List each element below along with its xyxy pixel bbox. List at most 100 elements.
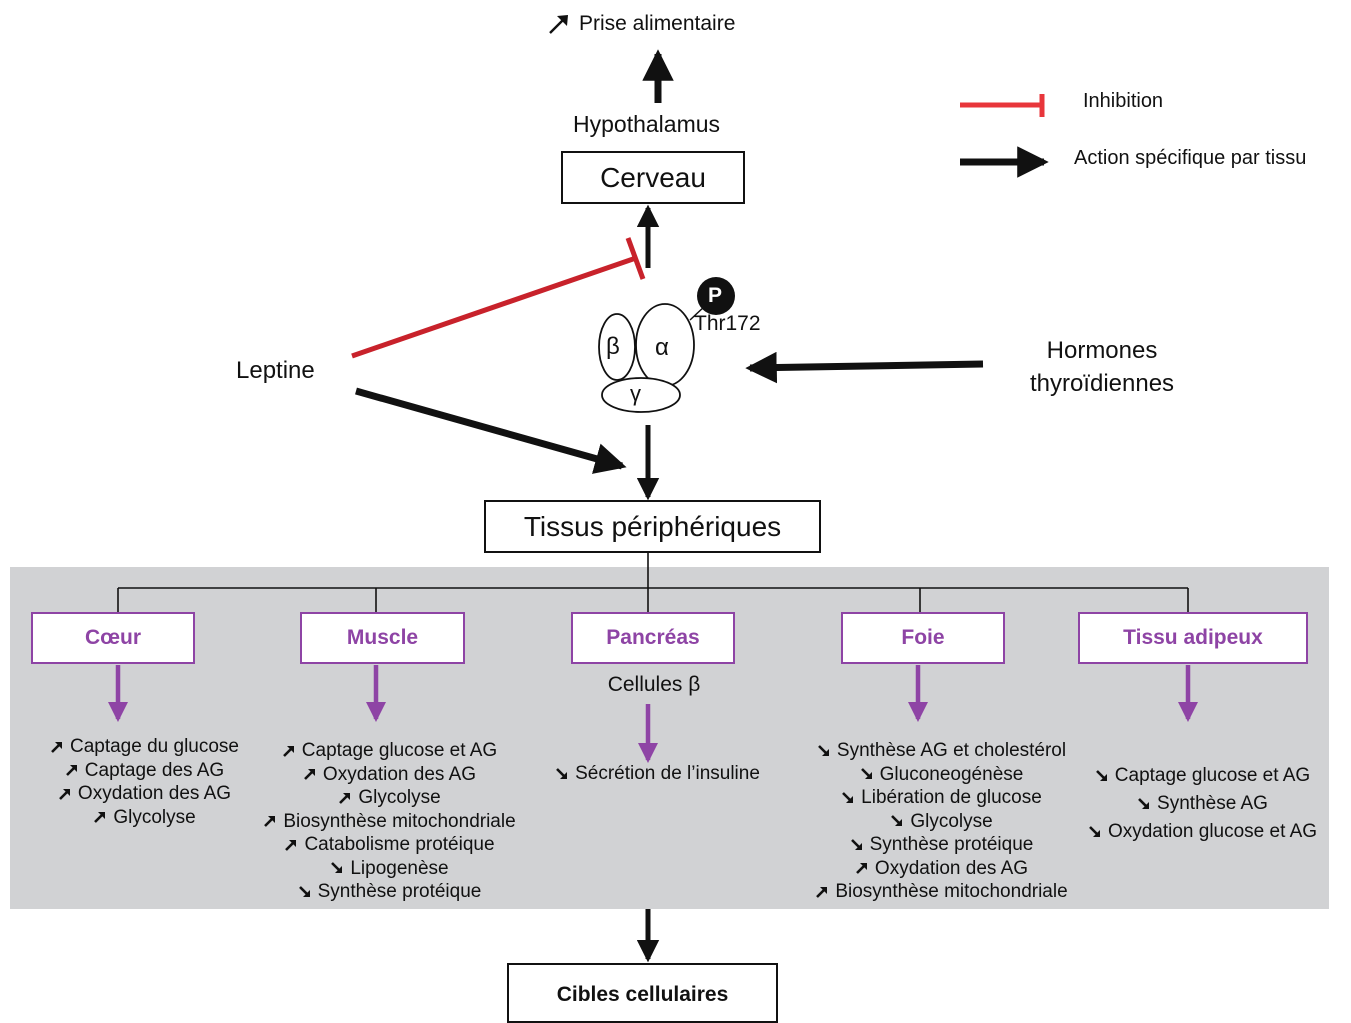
- thyroid-hormones-line2: thyroïdiennes: [1029, 370, 1175, 397]
- increase-arrow-icon: [264, 816, 276, 828]
- effect-text: Glycolyse: [113, 806, 196, 828]
- ampk-alpha-label: α: [655, 334, 669, 361]
- leptin-label: Leptine: [236, 357, 315, 384]
- thyroid-hormones-line1: Hormones: [1046, 337, 1158, 364]
- effects-adipose: Captage glucose et AG Synthèse AG Oxydatio…: [1072, 762, 1334, 846]
- effect-item: Captage glucose et AG: [1072, 762, 1334, 790]
- effect-text: Captage des AG: [84, 759, 225, 781]
- effect-item: Oxydation des AG: [238, 763, 542, 787]
- effect-item: Lipogenèse: [238, 857, 542, 881]
- effect-item: Oxydation glucose et AG: [1072, 818, 1334, 846]
- decrease-arrow-icon: [860, 768, 872, 780]
- organ-label-liver: Foie: [901, 626, 945, 649]
- decrease-arrow-icon: [891, 815, 903, 827]
- effect-item: Captage du glucose: [12, 735, 278, 759]
- effect-item: Libération de glucose: [790, 786, 1094, 810]
- effect-text: Oxydation glucose et AG: [1107, 821, 1318, 842]
- decrease-arrow-icon: [1089, 826, 1100, 837]
- ampk-complex: [598, 277, 735, 413]
- organ-box-pancreas: Pancréas: [571, 612, 735, 664]
- increase-arrow-icon: [549, 15, 568, 34]
- brain-label: Cerveau: [600, 161, 706, 193]
- effect-text: Biosynthèse mitochondriale: [283, 810, 516, 832]
- food-intake-label: Prise alimentaire: [548, 12, 735, 36]
- food-intake-text: Prise alimentaire: [579, 12, 736, 35]
- tree-connector: [117, 553, 1189, 612]
- increase-arrow-icon: [304, 769, 315, 781]
- organ-box-muscle: Muscle: [300, 612, 465, 664]
- thr172-label: Thr172: [694, 312, 761, 335]
- leptin-to-tissues-arrow: [355, 387, 627, 474]
- effect-item: Glycolyse: [238, 786, 542, 810]
- decrease-arrow-icon: [817, 744, 829, 756]
- effect-text: Oxydation des AG: [77, 783, 232, 804]
- ampk-gamma-subunit: [601, 377, 681, 413]
- effect-text: Synthèse AG: [1157, 793, 1268, 814]
- peripheral-tissues-label: Tissus périphériques: [523, 510, 782, 542]
- legend-inhibition-label: Inhibition: [1083, 90, 1164, 112]
- increase-arrow-icon: [65, 765, 77, 777]
- increase-arrow-icon: [856, 863, 867, 875]
- effect-text: Sécrétion de l’insuline: [575, 763, 760, 784]
- decrease-arrow-icon: [1095, 770, 1107, 781]
- increase-arrow-icon: [51, 741, 62, 753]
- organ-box-heart: Cœur: [31, 612, 195, 664]
- effect-item: Synthèse protéique: [238, 880, 542, 904]
- effect-text: Glycolyse: [358, 787, 441, 808]
- effect-text: Biosynthèse mitochondriale: [835, 881, 1068, 902]
- effect-text: Synthèse protéique: [317, 881, 482, 902]
- ampk-gamma-label: γ: [630, 381, 641, 406]
- decrease-arrow-icon: [1138, 798, 1150, 809]
- cellular-targets-label: Cibles cellulaires: [556, 983, 729, 1006]
- effect-text: Catabolisme protéique: [304, 834, 495, 855]
- effect-item: Synthèse protéique: [790, 833, 1094, 857]
- effect-text: Glycolyse: [910, 810, 993, 832]
- organ-box-adipose: Tissu adipeux: [1078, 612, 1308, 664]
- ampk-beta-subunit: [598, 313, 636, 381]
- effect-item: Catabolisme protéique: [238, 833, 542, 857]
- decrease-arrow-icon: [842, 791, 854, 803]
- increase-arrow-icon: [282, 745, 294, 757]
- hormones-to-ampk-arrow: [745, 351, 984, 384]
- effect-item: Biosynthèse mitochondriale: [238, 810, 542, 834]
- thyroid-hormones-label: Hormones thyroïdiennes: [1002, 334, 1202, 400]
- hypothalamus-label: Hypothalamus: [573, 111, 721, 137]
- brain-box: Cerveau: [561, 151, 745, 204]
- effect-item: Synthèse AG et cholestérol: [790, 739, 1094, 763]
- decrease-arrow-icon: [298, 885, 310, 897]
- leptin-inhibition-line: [351, 255, 637, 359]
- organ-box-liver: Foie: [841, 612, 1005, 664]
- increase-arrow-icon: [816, 886, 828, 898]
- organ-label-adipose: Tissu adipeux: [1123, 626, 1263, 649]
- organ-label-muscle: Muscle: [346, 626, 419, 649]
- peripheral-tissues-box: Tissus périphériques: [484, 500, 821, 553]
- increase-arrow-icon: [94, 812, 106, 824]
- decrease-arrow-icon: [331, 862, 343, 874]
- phospho-label: P: [708, 284, 723, 307]
- effect-item: Captage des AG: [12, 759, 278, 783]
- legend-action-label: Action spécifique par tissu: [1074, 147, 1307, 169]
- cellular-targets-box: Cibles cellulaires: [507, 963, 778, 1023]
- decrease-arrow-icon: [850, 838, 862, 850]
- increase-arrow-icon: [285, 839, 297, 851]
- effect-text: Captage glucose et AG: [301, 740, 498, 761]
- increase-arrow-icon: [59, 788, 70, 800]
- effect-item: Glycolyse: [12, 806, 278, 830]
- organ-label-heart: Cœur: [85, 626, 141, 649]
- leptin-inhibition-bar: [625, 237, 646, 280]
- effect-item: Oxydation des AG: [790, 857, 1094, 881]
- effect-item: Gluconeogénèse: [790, 763, 1094, 787]
- decrease-arrow-icon: [556, 767, 568, 779]
- increase-arrow-icon: [339, 792, 351, 804]
- effect-item: Synthèse AG: [1072, 790, 1334, 818]
- effect-item: Captage glucose et AG: [238, 739, 542, 763]
- beta-cells-label: Cellules β: [607, 673, 701, 696]
- effect-text: Captage du glucose: [69, 736, 239, 757]
- effect-item: Glycolyse: [790, 810, 1094, 834]
- effect-item: Oxydation des AG: [12, 782, 278, 806]
- effect-item: Sécrétion de l’insuline: [536, 762, 780, 786]
